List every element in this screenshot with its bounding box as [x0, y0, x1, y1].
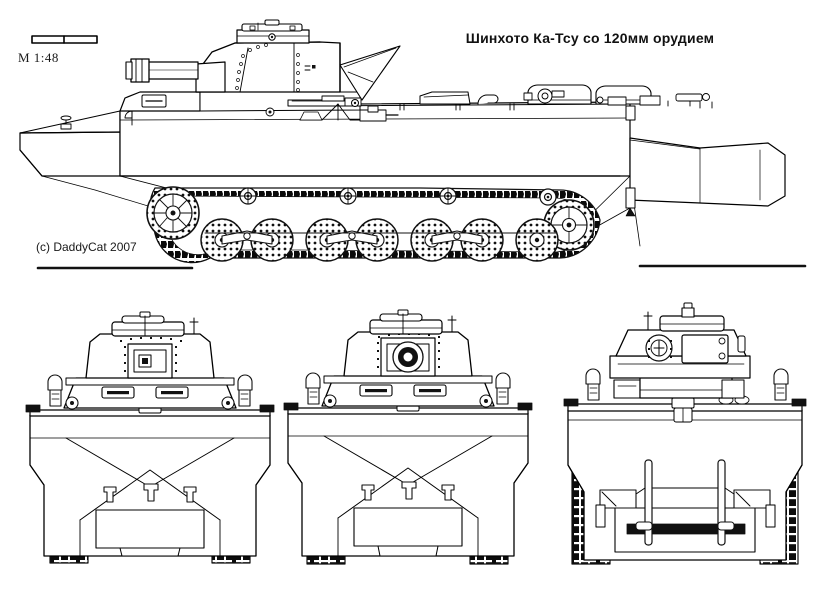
front-elevation-view [283, 309, 533, 565]
side-elevation-view [19, 19, 807, 270]
rear-turret-deck [25, 403, 275, 417]
rear-turret-cupola [111, 311, 199, 337]
rear-hull-superstructure [609, 329, 751, 379]
rear-elevation-hull-view [563, 302, 807, 565]
rear-hull-cupola [643, 302, 725, 332]
side-drive-sprocket [146, 186, 200, 240]
scale-bar [31, 35, 98, 44]
side-rear-pontoon [579, 105, 786, 237]
rear-hull-stanchions [585, 368, 789, 401]
rear-turret-stanchions [47, 374, 253, 410]
front-cupola [369, 309, 457, 335]
rear-turret-hull [29, 414, 271, 557]
side-return-rollers [239, 187, 557, 206]
drawing-title: Шинхото Ка-Тсу со 120мм орудием [465, 30, 715, 46]
side-machine-gun [287, 95, 399, 122]
rear-hull-body [567, 409, 803, 561]
copyright-notice: (c) DaddyCat 2007 [36, 240, 137, 254]
rear-elevation-turret-view [25, 311, 275, 564]
front-turret-body [343, 331, 473, 377]
side-ground-line [36, 264, 807, 270]
side-cupola [236, 19, 310, 44]
front-superstructure [321, 375, 495, 407]
side-turret [195, 41, 341, 93]
side-deck-fittings [265, 84, 713, 117]
front-deck [283, 401, 533, 415]
side-road-wheels [200, 218, 559, 262]
front-stanchions [305, 372, 511, 408]
scale-label: M 1:48 [18, 50, 59, 65]
side-rear-brace [339, 45, 401, 101]
front-hull [287, 412, 529, 557]
rear-turret-body [85, 333, 215, 379]
rear-turret-superstructure [63, 377, 237, 409]
side-gun-barrel [125, 58, 226, 93]
rear-hull-deck [563, 395, 807, 423]
